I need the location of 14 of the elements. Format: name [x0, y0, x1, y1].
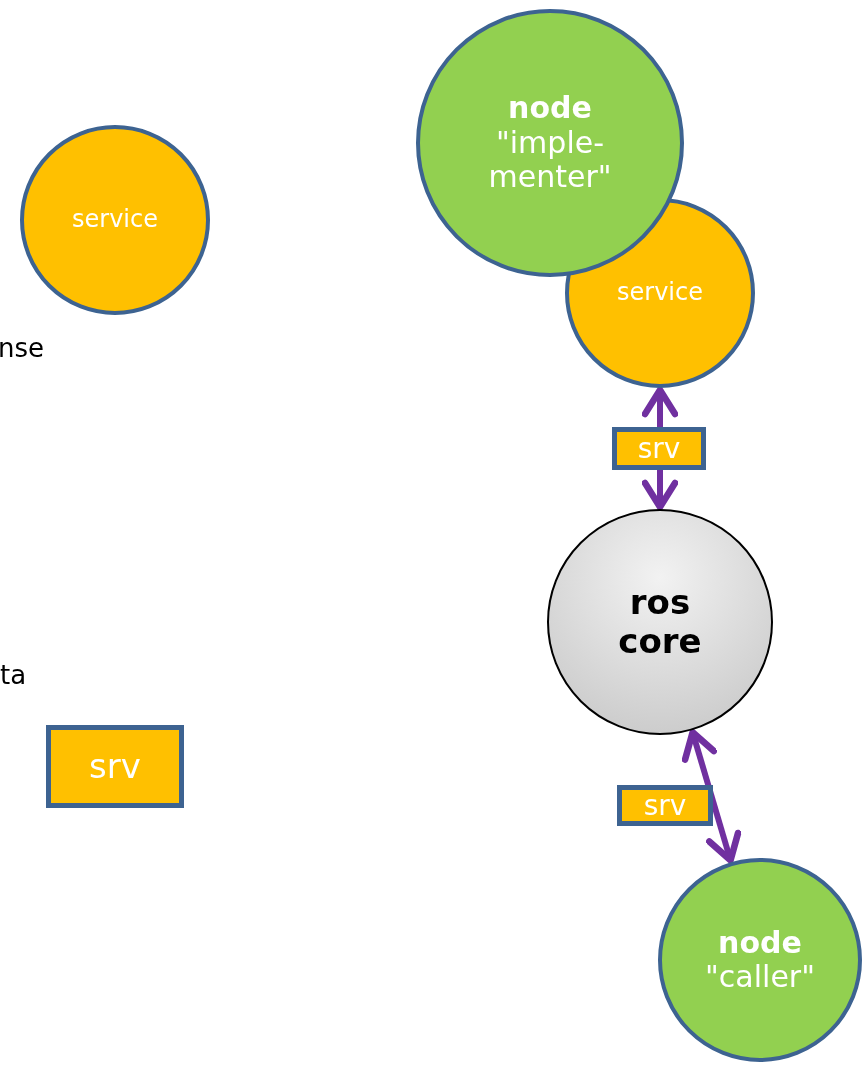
node-text: srv — [89, 746, 141, 787]
cut-off-text: nse — [0, 333, 45, 363]
edge-label: srv — [612, 427, 706, 470]
node-text: "caller" — [705, 960, 815, 995]
node-text: "imple-menter" — [487, 125, 613, 195]
message-box — [46, 725, 184, 808]
double-arrow — [681, 729, 742, 864]
node-text: service — [617, 279, 703, 307]
node-text: service — [72, 206, 158, 234]
cut-off-text: ta — [0, 660, 27, 690]
node-text: ros core — [617, 582, 703, 662]
edge-label: srv — [617, 785, 713, 826]
node-title: node — [508, 91, 592, 126]
node-title: node — [718, 925, 802, 960]
